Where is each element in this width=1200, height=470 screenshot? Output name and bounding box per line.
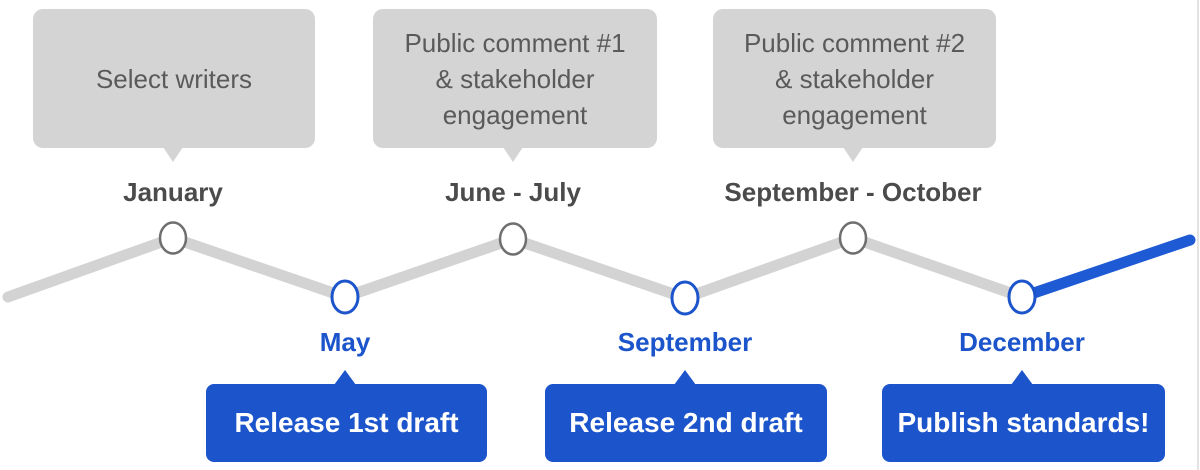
callout-publish-standards: Publish standards! — [882, 384, 1165, 462]
label-january: January — [123, 177, 223, 207]
callout-release-2nd-draft: Release 2nd draft — [545, 384, 827, 462]
page-edge-line — [1197, 0, 1199, 470]
callout-tail-down-icon — [843, 147, 863, 162]
september-node — [670, 280, 700, 316]
callout-public-comment-2: Public comment #2 & stakeholder engageme… — [713, 9, 996, 148]
label-september: September — [617, 327, 753, 357]
label-june-july: June - July — [445, 177, 581, 207]
callout-tail-down-icon — [163, 147, 183, 162]
june-july-node — [498, 222, 528, 256]
september-october-node — [838, 221, 868, 255]
callout-select-writers: Select writers — [33, 9, 315, 148]
may-node — [330, 279, 360, 315]
callout-public-comment-1: Public comment #1 & stakeholder engageme… — [373, 9, 657, 148]
label-september-october: September - October — [724, 177, 982, 207]
timeline-path-blue — [1016, 234, 1196, 303]
january-node — [158, 221, 188, 255]
label-december: December — [959, 327, 1085, 357]
december-node — [1007, 279, 1037, 315]
callout-tail-up-icon — [674, 370, 696, 385]
callout-release-1st-draft: Release 1st draft — [206, 384, 487, 462]
label-may: May — [319, 327, 371, 357]
callout-tail-down-icon — [503, 147, 523, 162]
callout-tail-up-icon — [334, 370, 356, 385]
callout-tail-up-icon — [1011, 370, 1033, 385]
